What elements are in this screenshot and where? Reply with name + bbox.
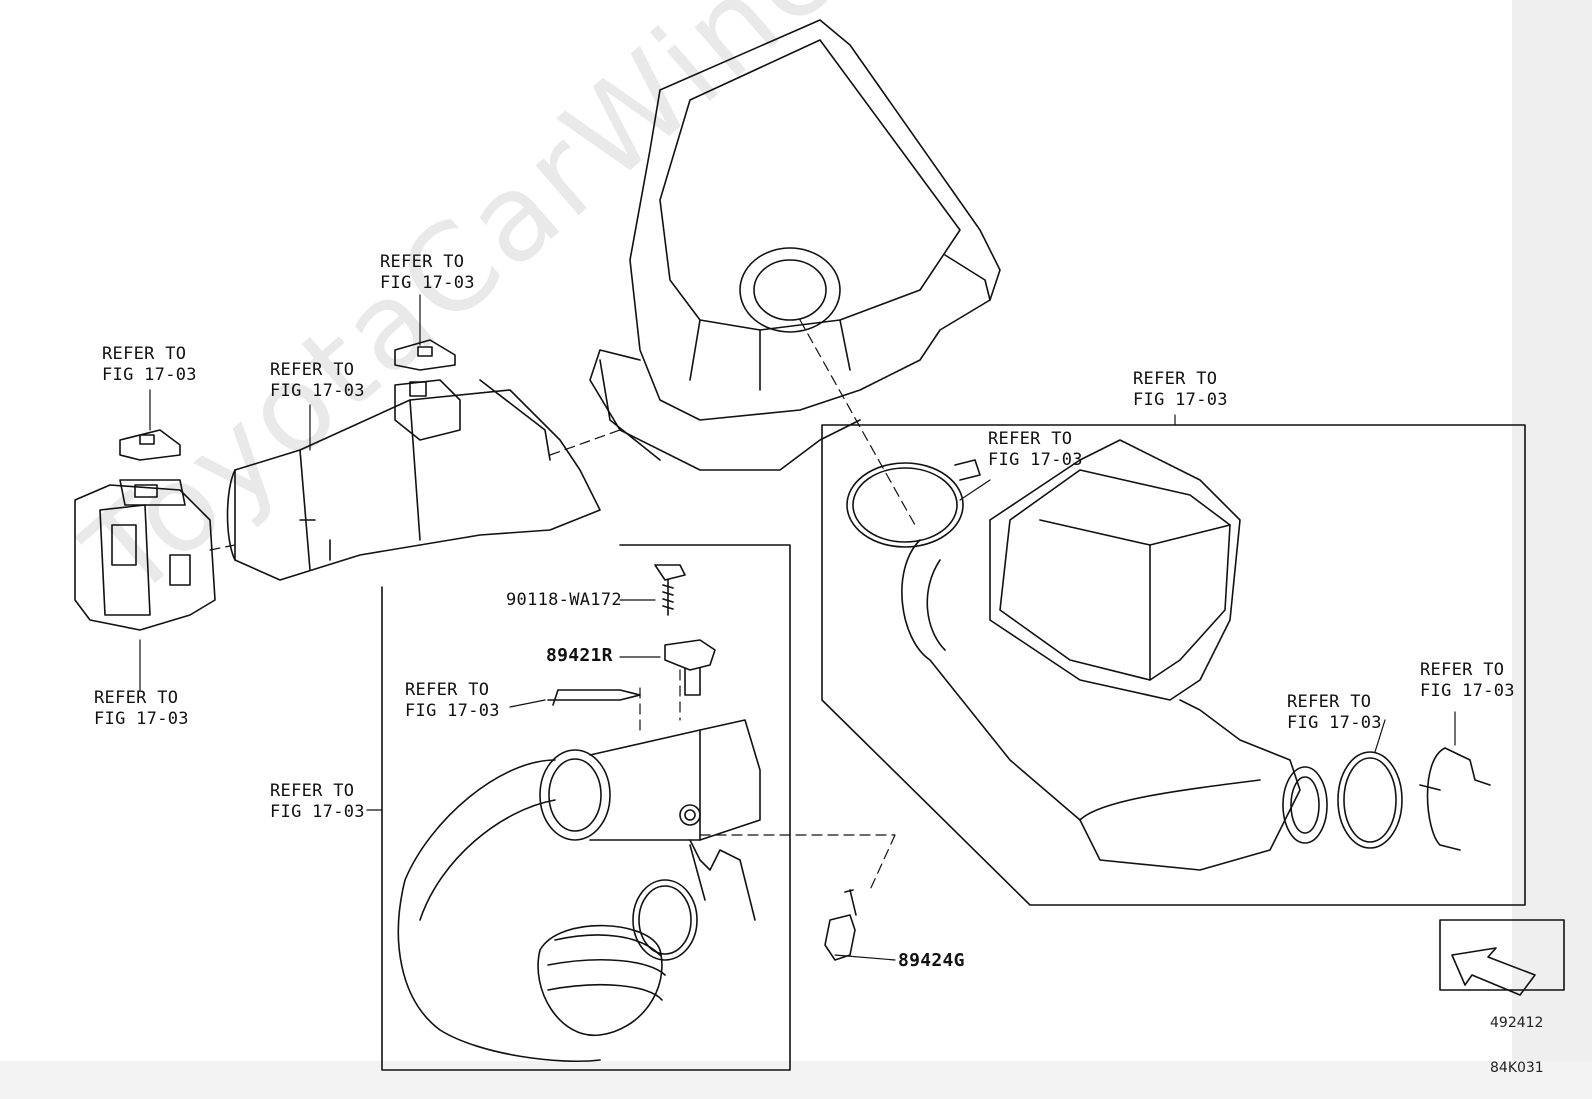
assembly-frame-right-outline xyxy=(821,424,1526,906)
inlet-duct xyxy=(226,379,601,581)
diagram-code: 84K031 xyxy=(1490,1060,1544,1076)
gasket-ring-right xyxy=(1337,751,1403,849)
pin-clip xyxy=(547,689,641,706)
gasket-ring-center xyxy=(632,879,698,961)
hose-clamp-right xyxy=(846,459,981,548)
spring-clip-right xyxy=(1419,747,1491,851)
view-direction-frame xyxy=(1439,919,1565,991)
part-number-bolt: 90118-WA172 xyxy=(506,590,622,610)
air-cleaner-lower xyxy=(989,439,1241,701)
clip-left xyxy=(119,429,181,461)
dashed-guides xyxy=(209,319,916,891)
assembly-frame-center xyxy=(381,544,791,1071)
air-cleaner-case xyxy=(589,19,1001,471)
view-direction-arrow xyxy=(1451,947,1536,996)
air-hose-center xyxy=(397,719,761,1063)
clip-top xyxy=(394,339,456,371)
intake-hose-corrugated xyxy=(537,924,666,1036)
part-number-sensor: 89421R xyxy=(546,645,613,666)
bottom-margin-strip xyxy=(0,1061,1592,1099)
sensor-89424g xyxy=(824,889,857,961)
sensor-89421r xyxy=(664,639,716,696)
part-number-temp-sensor: 89424G xyxy=(898,950,965,971)
spring-clip-center xyxy=(689,839,756,921)
bolt-90118 xyxy=(654,564,686,616)
clip-mid xyxy=(394,379,461,441)
inlet-box xyxy=(74,479,216,631)
outlet-duct-right xyxy=(901,539,1328,871)
leader-lines xyxy=(139,294,1456,961)
view-code: 492412 xyxy=(1490,1015,1544,1031)
